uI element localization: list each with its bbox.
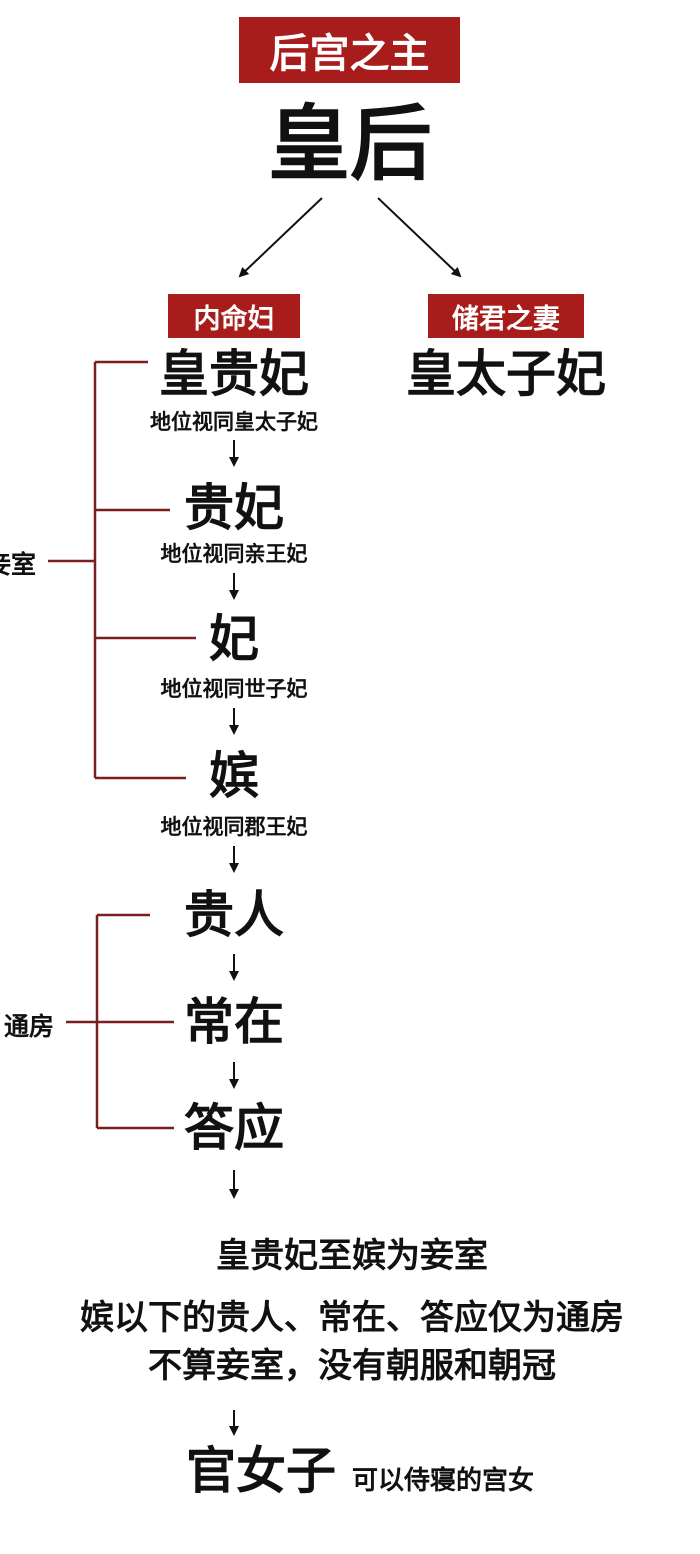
arrow-to-right-branch (377, 197, 462, 278)
rank-pin: 嫔 (209, 747, 259, 805)
top-label-box: 后宫之主 (239, 17, 460, 83)
tongfang-bracket (66, 913, 174, 1130)
rank-changzai: 常在 (184, 993, 284, 1051)
palace-maid-title: 官女子 (186, 1442, 336, 1500)
rank-fei-note: 地位视同世子妃 (160, 677, 308, 701)
rank-huangguifei: 皇贵妃 (159, 345, 309, 403)
concubine-bracket (48, 360, 196, 780)
group-label-tongfang: 通房 (4, 1012, 55, 1041)
summary-line-1: 皇贵妃至嫔为妾室 (216, 1236, 488, 1276)
summary-line-2: 嫔以下的贵人、常在、答应仅为通房 (80, 1298, 624, 1338)
crown-princess-title: 皇太子妃 (406, 345, 606, 403)
summary-line-3: 不算妾室，没有朝服和朝冠 (148, 1346, 556, 1386)
empress-title: 皇后 (267, 97, 433, 192)
rank-pin-note: 地位视同郡王妃 (160, 815, 308, 839)
rank-guiren: 贵人 (184, 886, 284, 944)
rank-guifei-note: 地位视同亲王妃 (160, 542, 308, 566)
palace-maid-note: 可以侍寝的宫女 (352, 1466, 535, 1496)
arrow-to-left-branch (238, 197, 323, 278)
rank-daying: 答应 (184, 1099, 284, 1157)
rank-huangguifei-note: 地位视同皇太子妃 (150, 410, 318, 434)
group-label-concubine: 妾室 (0, 550, 37, 579)
left-branch-label: 内命妇 (168, 294, 300, 338)
rank-guifei: 贵妃 (184, 479, 284, 537)
top-label: 后宫之主 (269, 31, 430, 77)
right-branch-label: 储君之妻 (428, 294, 584, 338)
rank-fei: 妃 (209, 610, 259, 668)
